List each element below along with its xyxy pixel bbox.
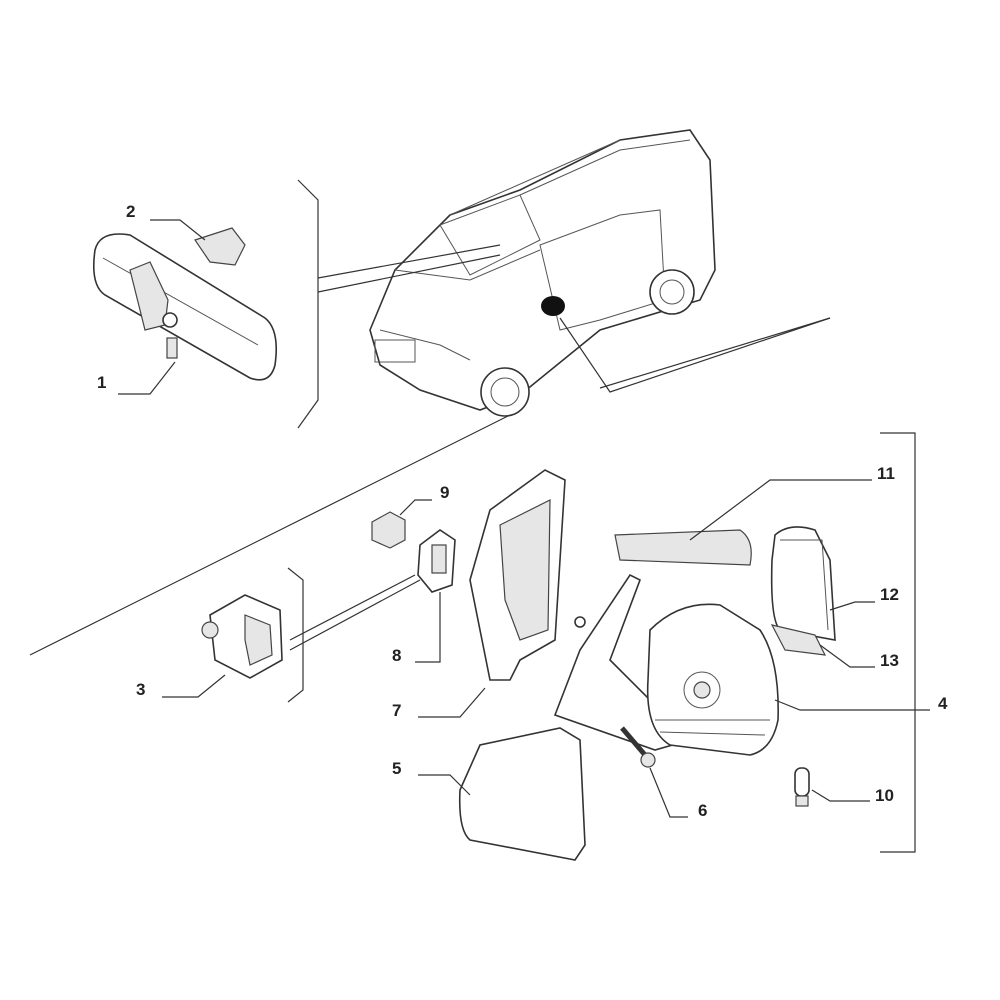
callout-10: 10 [875,786,894,805]
callout-5: 5 [392,759,402,778]
callout-1: 1 [97,373,107,392]
van-illustration [317,129,831,417]
callout-3: 3 [136,680,146,699]
callout-4: 4 [938,694,948,713]
callout-8: 8 [392,646,402,665]
callout-2: 2 [126,202,136,221]
callout-13: 13 [880,651,899,670]
part-1-interior-mirror [92,233,278,395]
part-3-mirror-switch [162,574,421,698]
part-10-bulb [794,767,870,807]
callout-9: 9 [440,483,450,502]
part-7-mirror-bracket [418,469,566,718]
callout-7: 7 [392,701,402,720]
callout-6: 6 [698,801,708,820]
callout-12: 12 [880,585,899,604]
part-12-13-mirror-glass [770,526,875,668]
part-2-mirror-cover [150,219,246,266]
part-6-screw [620,726,688,818]
part-5-mirror-cover [418,727,586,861]
part-8-9-grommets [371,499,456,663]
part-11-turn-signal-lens [614,479,872,566]
part-4-mirror-assembly [553,573,930,756]
section-dividers [29,179,916,853]
callout-11: 11 [877,464,895,483]
